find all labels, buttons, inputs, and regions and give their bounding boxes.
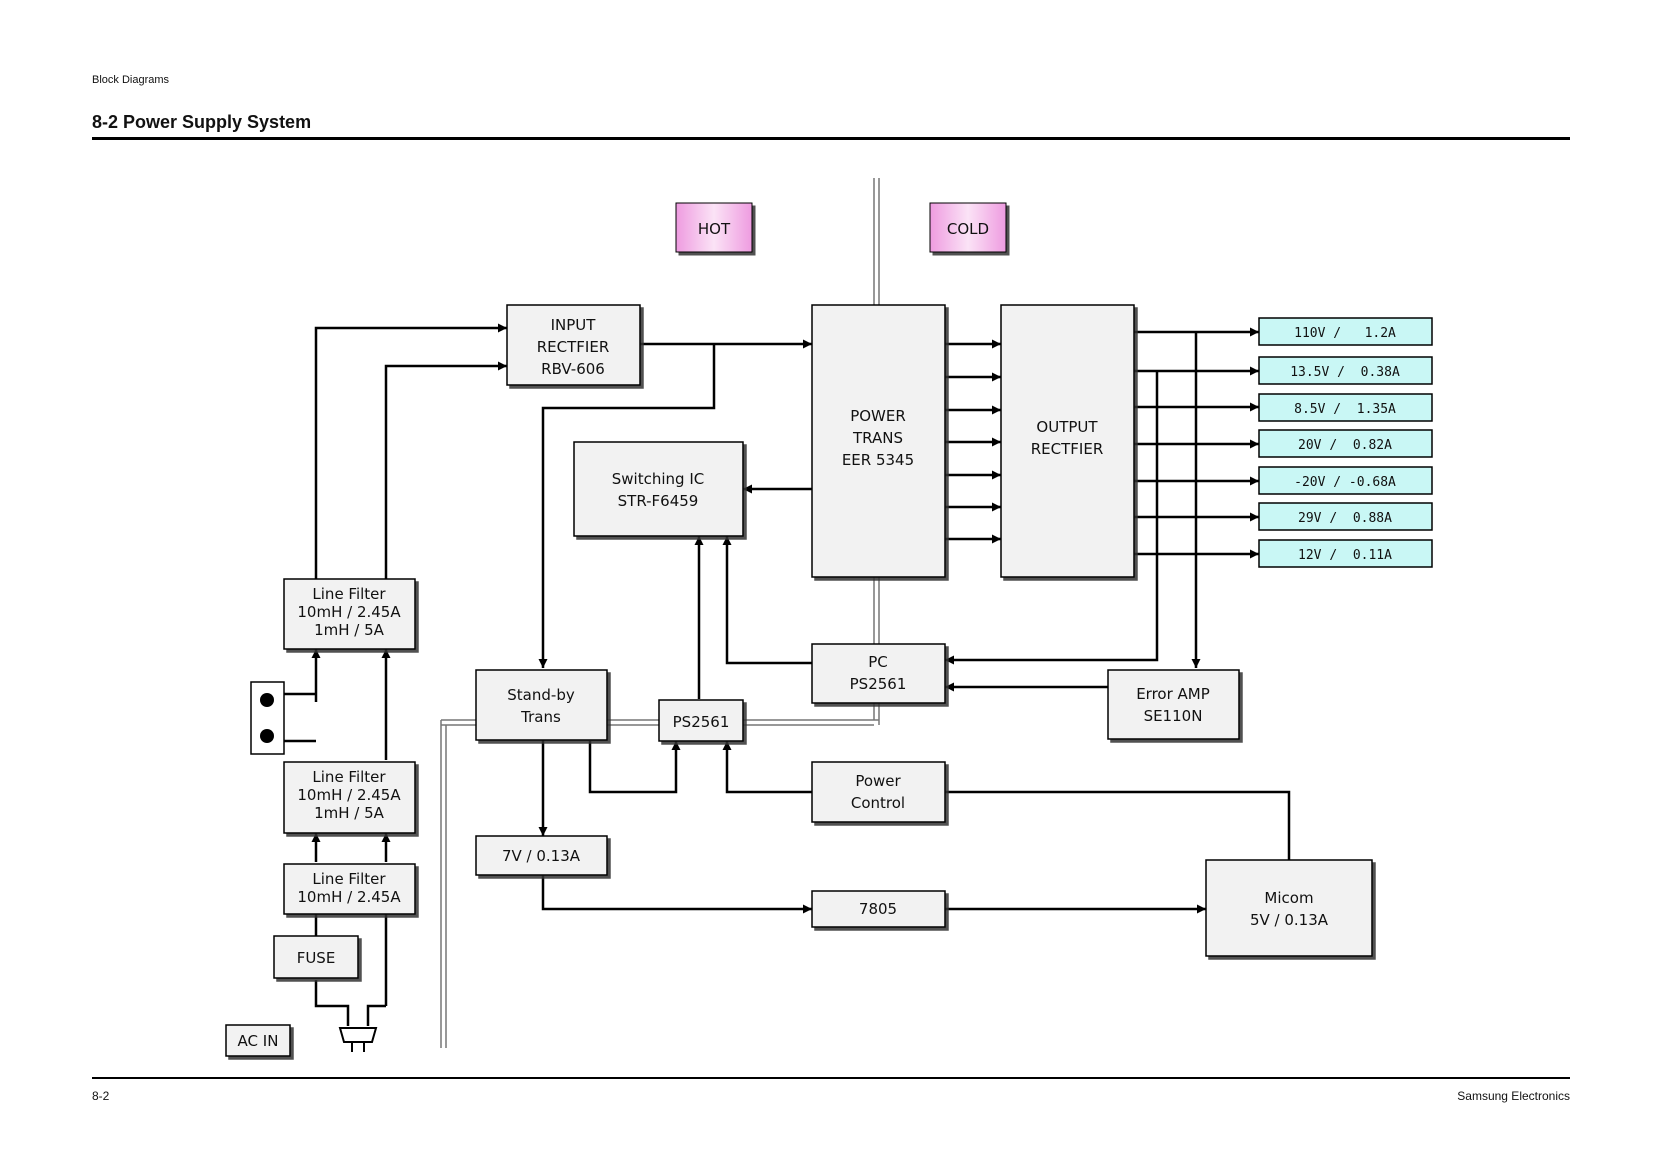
switching-ic-block: Switching IC STR-F6459 bbox=[573, 441, 744, 537]
svg-text:Line Filter: Line Filter bbox=[312, 870, 386, 888]
svg-text:SE110N: SE110N bbox=[1144, 707, 1203, 725]
page-number: 8-2 bbox=[92, 1089, 110, 1103]
svg-text:10mH / 2.45A: 10mH / 2.45A bbox=[297, 786, 401, 804]
line-filter-top-block: Line Filter 10mH / 2.45A 1mH / 5A bbox=[283, 578, 416, 650]
svg-text:PS2561: PS2561 bbox=[673, 713, 730, 731]
svg-text:Error AMP: Error AMP bbox=[1136, 685, 1210, 703]
output-box: 29V / 0.88A bbox=[1258, 502, 1433, 531]
svg-text:RECTFIER: RECTFIER bbox=[1031, 440, 1104, 458]
svg-text:Line Filter: Line Filter bbox=[312, 585, 386, 603]
svg-text:FUSE: FUSE bbox=[297, 949, 336, 967]
svg-text:Micom: Micom bbox=[1264, 889, 1313, 907]
svg-text:Switching IC: Switching IC bbox=[612, 470, 704, 488]
connection-lines bbox=[284, 323, 1291, 1026]
svg-text:COLD: COLD bbox=[947, 220, 989, 238]
svg-text:10mH / 2.45A: 10mH / 2.45A bbox=[297, 603, 401, 621]
svg-text:PS2561: PS2561 bbox=[850, 675, 907, 693]
svg-text:INPUT: INPUT bbox=[551, 316, 597, 334]
output-box: -20V / -0.68A bbox=[1258, 466, 1433, 495]
svg-text:Trans: Trans bbox=[520, 708, 561, 726]
svg-text:10mH / 2.45A: 10mH / 2.45A bbox=[297, 888, 401, 906]
svg-text:Power: Power bbox=[855, 772, 901, 790]
svg-text:13.5V / 0.38A: 13.5V / 0.38A bbox=[1290, 365, 1400, 380]
output-list: 110V / 1.2A 13.5V / 0.38A 8.5V / 1.35A 2… bbox=[1258, 317, 1433, 568]
section-label: Block Diagrams bbox=[92, 74, 170, 86]
svg-text:29V / 0.88A: 29V / 0.88A bbox=[1298, 511, 1392, 526]
output-box: 13.5V / 0.38A bbox=[1258, 356, 1433, 385]
svg-text:1mH / 5A: 1mH / 5A bbox=[314, 804, 385, 822]
power-trans-block: POWER TRANS EER 5345 bbox=[811, 304, 946, 578]
error-amp-block: Error AMP SE110N bbox=[1107, 669, 1240, 740]
svg-text:1mH / 5A: 1mH / 5A bbox=[314, 621, 385, 639]
header-rule bbox=[92, 137, 1570, 140]
svg-text:8.5V / 1.35A: 8.5V / 1.35A bbox=[1294, 402, 1396, 417]
footer-rule bbox=[92, 1077, 1570, 1079]
page-title: 8-2 Power Supply System bbox=[92, 112, 312, 132]
fuse-block: FUSE bbox=[273, 935, 359, 979]
ac-plug-icon bbox=[338, 1027, 378, 1052]
svg-text:20V / 0.82A: 20V / 0.82A bbox=[1298, 438, 1392, 453]
input-rectifier-block: INPUT RECTFIER RBV-606 bbox=[506, 304, 641, 386]
svg-text:12V / 0.11A: 12V / 0.11A bbox=[1298, 548, 1392, 563]
svg-text:7805: 7805 bbox=[859, 900, 897, 918]
svg-text:AC IN: AC IN bbox=[238, 1032, 279, 1050]
7v-block: 7V / 0.13A bbox=[475, 835, 608, 876]
svg-text:-20V / -0.68A: -20V / -0.68A bbox=[1294, 475, 1396, 490]
svg-text:HOT: HOT bbox=[698, 220, 731, 238]
svg-text:STR-F6459: STR-F6459 bbox=[618, 492, 699, 510]
svg-text:7V / 0.13A: 7V / 0.13A bbox=[502, 847, 581, 865]
company-name: Samsung Electronics bbox=[1457, 1089, 1570, 1103]
svg-text:EER 5345: EER 5345 bbox=[842, 451, 914, 469]
svg-text:POWER: POWER bbox=[850, 407, 906, 425]
svg-text:110V / 1.2A: 110V / 1.2A bbox=[1294, 326, 1396, 341]
output-box: 110V / 1.2A bbox=[1258, 317, 1433, 346]
svg-text:RECTFIER: RECTFIER bbox=[537, 338, 610, 356]
svg-text:RBV-606: RBV-606 bbox=[541, 360, 605, 378]
pc-ps2561-block: PC PS2561 bbox=[811, 643, 946, 704]
ac-in-block: AC IN bbox=[225, 1024, 291, 1057]
micom-block: Micom 5V / 0.13A bbox=[1205, 859, 1373, 957]
output-box: 12V / 0.11A bbox=[1258, 539, 1433, 568]
svg-text:Stand-by: Stand-by bbox=[507, 686, 575, 704]
output-rectifier-block: OUTPUT RECTFIER bbox=[1000, 304, 1135, 578]
line-filter-bottom-block: Line Filter 10mH / 2.45A bbox=[283, 863, 416, 915]
svg-text:Control: Control bbox=[851, 794, 905, 812]
svg-text:Line Filter: Line Filter bbox=[312, 768, 386, 786]
7805-regulator-block: 7805 bbox=[811, 890, 946, 928]
svg-text:TRANS: TRANS bbox=[852, 429, 903, 447]
standby-trans-block: Stand-by Trans bbox=[475, 669, 608, 741]
ps2561-block: PS2561 bbox=[658, 699, 744, 742]
output-box: 8.5V / 1.35A bbox=[1258, 393, 1433, 422]
output-box: 20V / 0.82A bbox=[1258, 429, 1433, 458]
power-control-block: Power Control bbox=[811, 761, 946, 823]
hot-zone-label: HOT bbox=[675, 202, 753, 253]
cold-zone-label: COLD bbox=[929, 202, 1007, 253]
svg-text:PC: PC bbox=[868, 653, 888, 671]
svg-text:OUTPUT: OUTPUT bbox=[1036, 418, 1098, 436]
svg-text:5V / 0.13A: 5V / 0.13A bbox=[1250, 911, 1329, 929]
line-filter-mid-block: Line Filter 10mH / 2.45A 1mH / 5A bbox=[283, 761, 416, 834]
connector-icon bbox=[250, 681, 285, 755]
